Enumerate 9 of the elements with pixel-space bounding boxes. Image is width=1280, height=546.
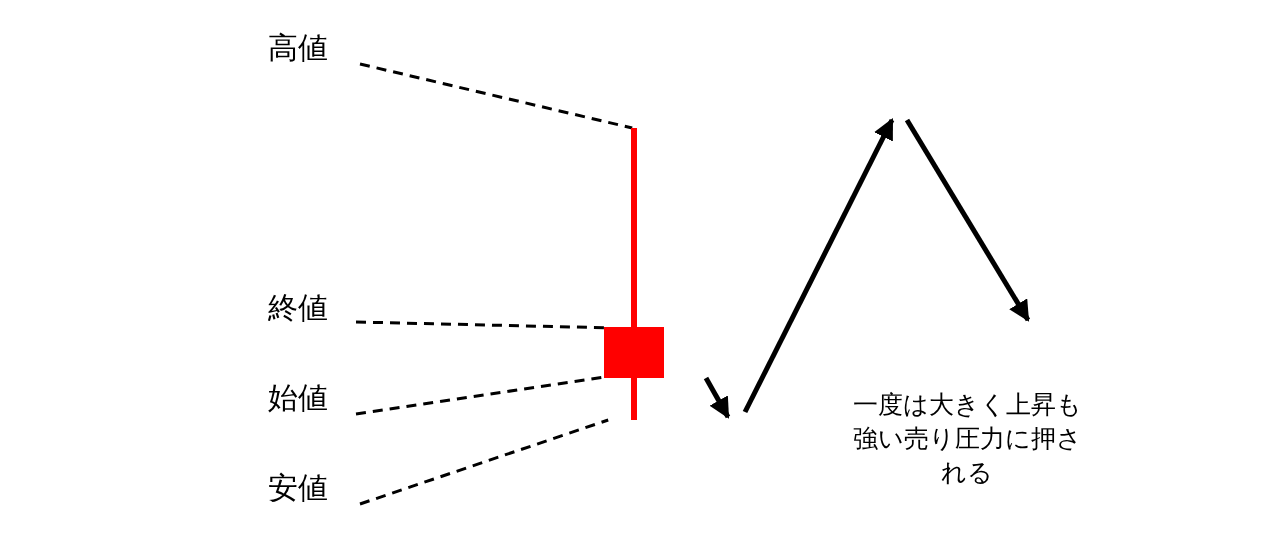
price-label: 高値 [268, 30, 328, 66]
leader-line [355, 320, 605, 330]
leader-line [359, 62, 633, 130]
price-label: 終値 [268, 290, 328, 326]
leader-line [359, 418, 609, 506]
candlestick [604, 128, 664, 420]
note-text: 一度は大きく上昇も強い売り圧力に押される [852, 389, 1082, 488]
price-label: 始値 [268, 380, 328, 416]
price-label: 安値 [268, 470, 328, 506]
